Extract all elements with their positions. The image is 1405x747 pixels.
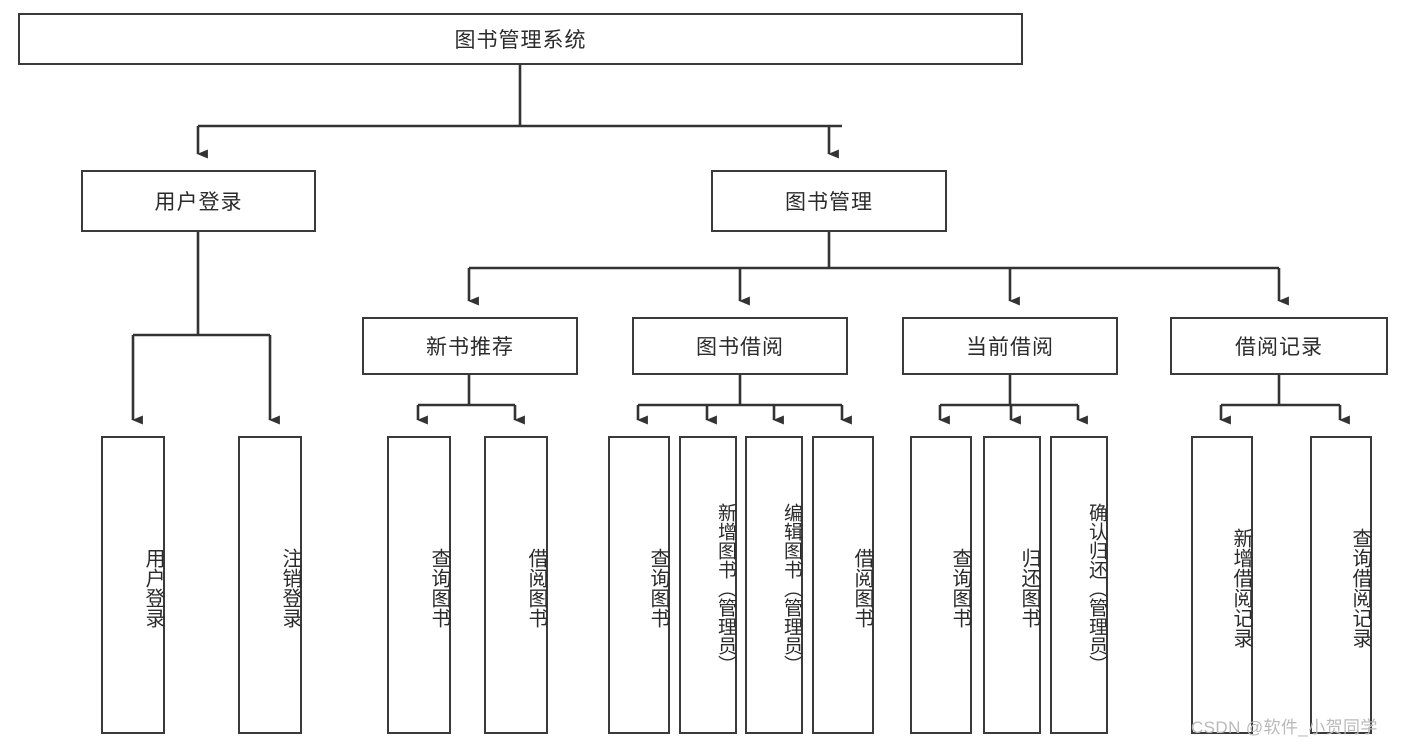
- leaf-add-borrow-record[interactable]: 新增借阅记录: [1191, 436, 1253, 734]
- leaf-confirm-return-admin-label: 确认归还（管理员）: [1086, 502, 1107, 674]
- leaf-query-book-new[interactable]: 查询图书: [387, 436, 451, 734]
- node-book-borrow-label: 图书借阅: [696, 336, 784, 359]
- leaf-borrow-book[interactable]: 借阅图书: [812, 436, 874, 734]
- node-root-label: 图书管理系统: [454, 29, 587, 52]
- leaf-logout-label: 注销登录: [279, 548, 301, 628]
- node-user-login[interactable]: 用户登录: [81, 170, 316, 232]
- node-new-book-recommend[interactable]: 新书推荐: [362, 317, 578, 375]
- node-book-borrow[interactable]: 图书借阅: [632, 317, 848, 375]
- node-current-borrow-label: 当前借阅: [966, 336, 1054, 359]
- leaf-query-book-borrow-label: 查询图书: [647, 548, 669, 628]
- node-borrow-record[interactable]: 借阅记录: [1170, 317, 1388, 375]
- leaf-add-book-admin[interactable]: 新增图书（管理员）: [679, 436, 737, 734]
- leaf-query-book-current-label: 查询图书: [949, 548, 971, 628]
- node-current-borrow[interactable]: 当前借阅: [902, 317, 1118, 375]
- leaf-query-book-current[interactable]: 查询图书: [910, 436, 972, 734]
- node-borrow-record-label: 借阅记录: [1235, 336, 1323, 359]
- leaf-return-book[interactable]: 归还图书: [983, 436, 1041, 734]
- leaf-borrow-book-new[interactable]: 借阅图书: [484, 436, 548, 734]
- leaf-user-login-label: 用户登录: [142, 548, 164, 628]
- leaf-confirm-return-admin[interactable]: 确认归还（管理员）: [1050, 436, 1108, 734]
- leaf-logout[interactable]: 注销登录: [238, 436, 302, 734]
- leaf-add-borrow-record-label: 新增借阅记录: [1230, 528, 1252, 648]
- csdn-watermark: CSDN @软件_小贺同学: [1191, 718, 1378, 737]
- leaf-borrow-book-new-label: 借阅图书: [525, 548, 547, 628]
- node-new-book-recommend-label: 新书推荐: [426, 336, 514, 359]
- leaf-return-book-label: 归还图书: [1018, 548, 1040, 628]
- leaf-add-book-admin-label: 新增图书（管理员）: [715, 502, 736, 674]
- leaf-query-borrow-record[interactable]: 查询借阅记录: [1310, 436, 1372, 734]
- node-book-management-label: 图书管理: [785, 191, 873, 214]
- leaf-query-borrow-record-label: 查询借阅记录: [1349, 528, 1371, 648]
- leaf-query-book-borrow[interactable]: 查询图书: [608, 436, 670, 734]
- leaf-edit-book-admin[interactable]: 编辑图书（管理员）: [745, 436, 803, 734]
- node-root[interactable]: 图书管理系统: [18, 13, 1023, 65]
- leaf-query-book-new-label: 查询图书: [428, 548, 450, 628]
- leaf-edit-book-admin-label: 编辑图书（管理员）: [781, 502, 802, 674]
- node-book-management[interactable]: 图书管理: [711, 170, 947, 232]
- leaf-user-login[interactable]: 用户登录: [101, 436, 165, 734]
- node-user-login-label: 用户登录: [154, 191, 243, 214]
- leaf-borrow-book-label: 借阅图书: [851, 548, 873, 628]
